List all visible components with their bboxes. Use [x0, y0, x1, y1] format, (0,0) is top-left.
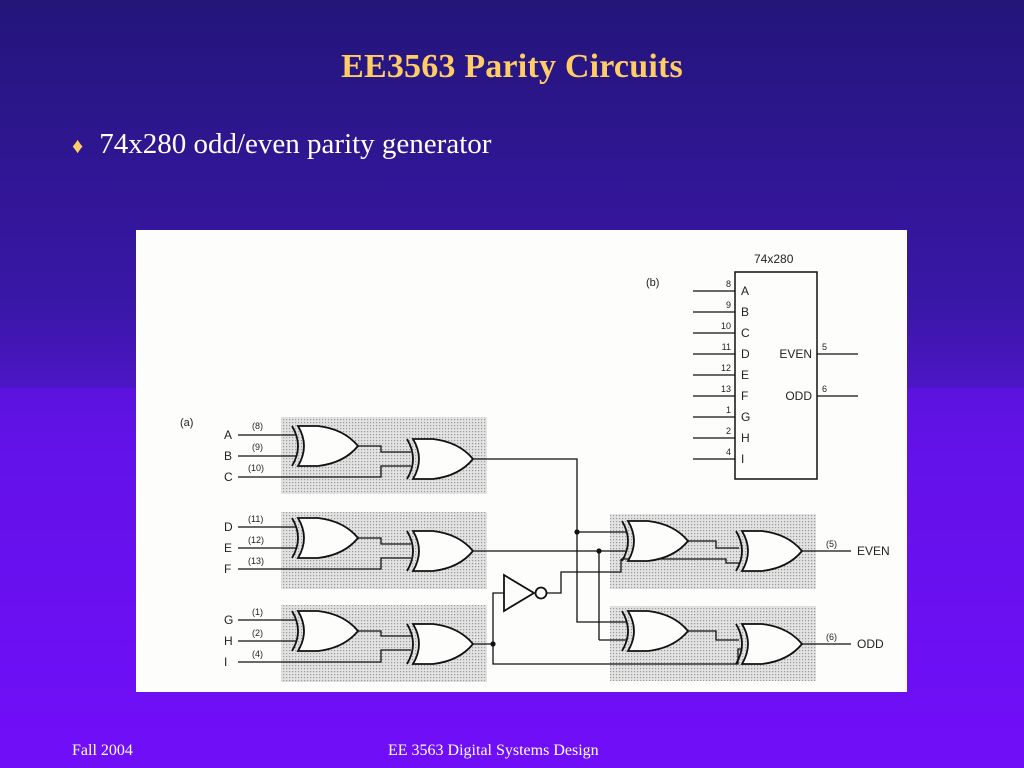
panel-a-label: (a) [180, 417, 193, 429]
bullet-item: ♦ 74x280 odd/even parity generator [72, 128, 491, 161]
chip-pin-d: 11 [722, 342, 731, 352]
chip-input-b: B [741, 305, 749, 319]
inverter-gate [503, 573, 548, 613]
input-labels: A B C D E F G H I [224, 428, 233, 669]
wire-junctions [490, 529, 602, 647]
pin-c: (10) [248, 463, 264, 473]
pin-i: (4) [252, 649, 263, 659]
input-label-h: H [224, 634, 233, 648]
output-label-even: EVEN [857, 544, 890, 558]
chip-pin-g: 1 [726, 405, 731, 415]
pin-d: (11) [248, 514, 263, 524]
chip-input-pin-numbers: 8 9 10 11 12 13 1 2 4 [721, 279, 731, 457]
chip-input-labels: A B C D E F G H I [741, 284, 750, 466]
chip-pin-f: 13 [721, 384, 731, 394]
wires [238, 434, 851, 665]
pin-g: (1) [252, 607, 263, 617]
pin-f: (13) [248, 556, 264, 566]
diamond-bullet-icon: ♦ [72, 132, 84, 158]
chip-pin-b: 9 [726, 300, 731, 310]
output-pin-odd: (6) [826, 632, 837, 642]
footer-course: EE 3563 Digital Systems Design [388, 742, 599, 759]
parity-circuit-figure: (a) A B C D E F G H I (8) (9) (10) (11) … [136, 230, 907, 692]
input-label-g: G [224, 613, 233, 627]
chip-input-f: F [741, 389, 748, 403]
input-label-c: C [224, 470, 233, 484]
chip-output-even: EVEN [779, 347, 812, 361]
chip-input-g: G [741, 410, 750, 424]
chip-input-a: A [741, 284, 749, 298]
chip-pin-h: 2 [726, 426, 731, 436]
chip-input-h: H [741, 431, 750, 445]
pin-a: (8) [252, 421, 263, 431]
parity-circuit-diagram: (a) A B C D E F G H I (8) (9) (10) (11) … [180, 252, 890, 682]
input-label-i: I [224, 655, 227, 669]
input-pin-numbers: (8) (9) (10) (11) (12) (13) (1) (2) (4) [248, 421, 264, 659]
chip-input-d: D [741, 347, 750, 361]
input-label-d: D [224, 520, 233, 534]
chip-input-c: C [741, 326, 750, 340]
bullet-text: 74x280 odd/even parity generator [99, 128, 492, 160]
chip-pin-a: 8 [726, 279, 731, 289]
input-label-b: B [224, 449, 232, 463]
output-pin-even: (5) [826, 539, 837, 549]
pin-e: (12) [248, 535, 264, 545]
chip-name: 74x280 [754, 252, 794, 266]
chip-pin-lines [693, 290, 858, 460]
output-label-odd: ODD [857, 637, 884, 651]
chip-output-odd: ODD [785, 389, 812, 403]
footer-date: Fall 2004 [72, 742, 133, 759]
pin-h: (2) [252, 628, 263, 638]
input-label-f: F [224, 562, 231, 576]
chip-pin-i: 4 [726, 447, 731, 457]
chip-pin-c: 10 [721, 321, 731, 331]
input-label-e: E [224, 541, 232, 555]
chip-pin-odd: 6 [822, 384, 827, 394]
input-label-a: A [224, 428, 232, 442]
chip-74x280-box [734, 271, 818, 480]
chip-pin-e: 12 [721, 363, 731, 373]
pin-b: (9) [252, 442, 263, 452]
chip-input-i: I [741, 452, 744, 466]
chip-pin-even: 5 [822, 342, 827, 352]
panel-b-label: (b) [646, 277, 659, 289]
slide-title: EE3563 Parity Circuits [341, 48, 683, 85]
chip-input-e: E [741, 368, 749, 382]
